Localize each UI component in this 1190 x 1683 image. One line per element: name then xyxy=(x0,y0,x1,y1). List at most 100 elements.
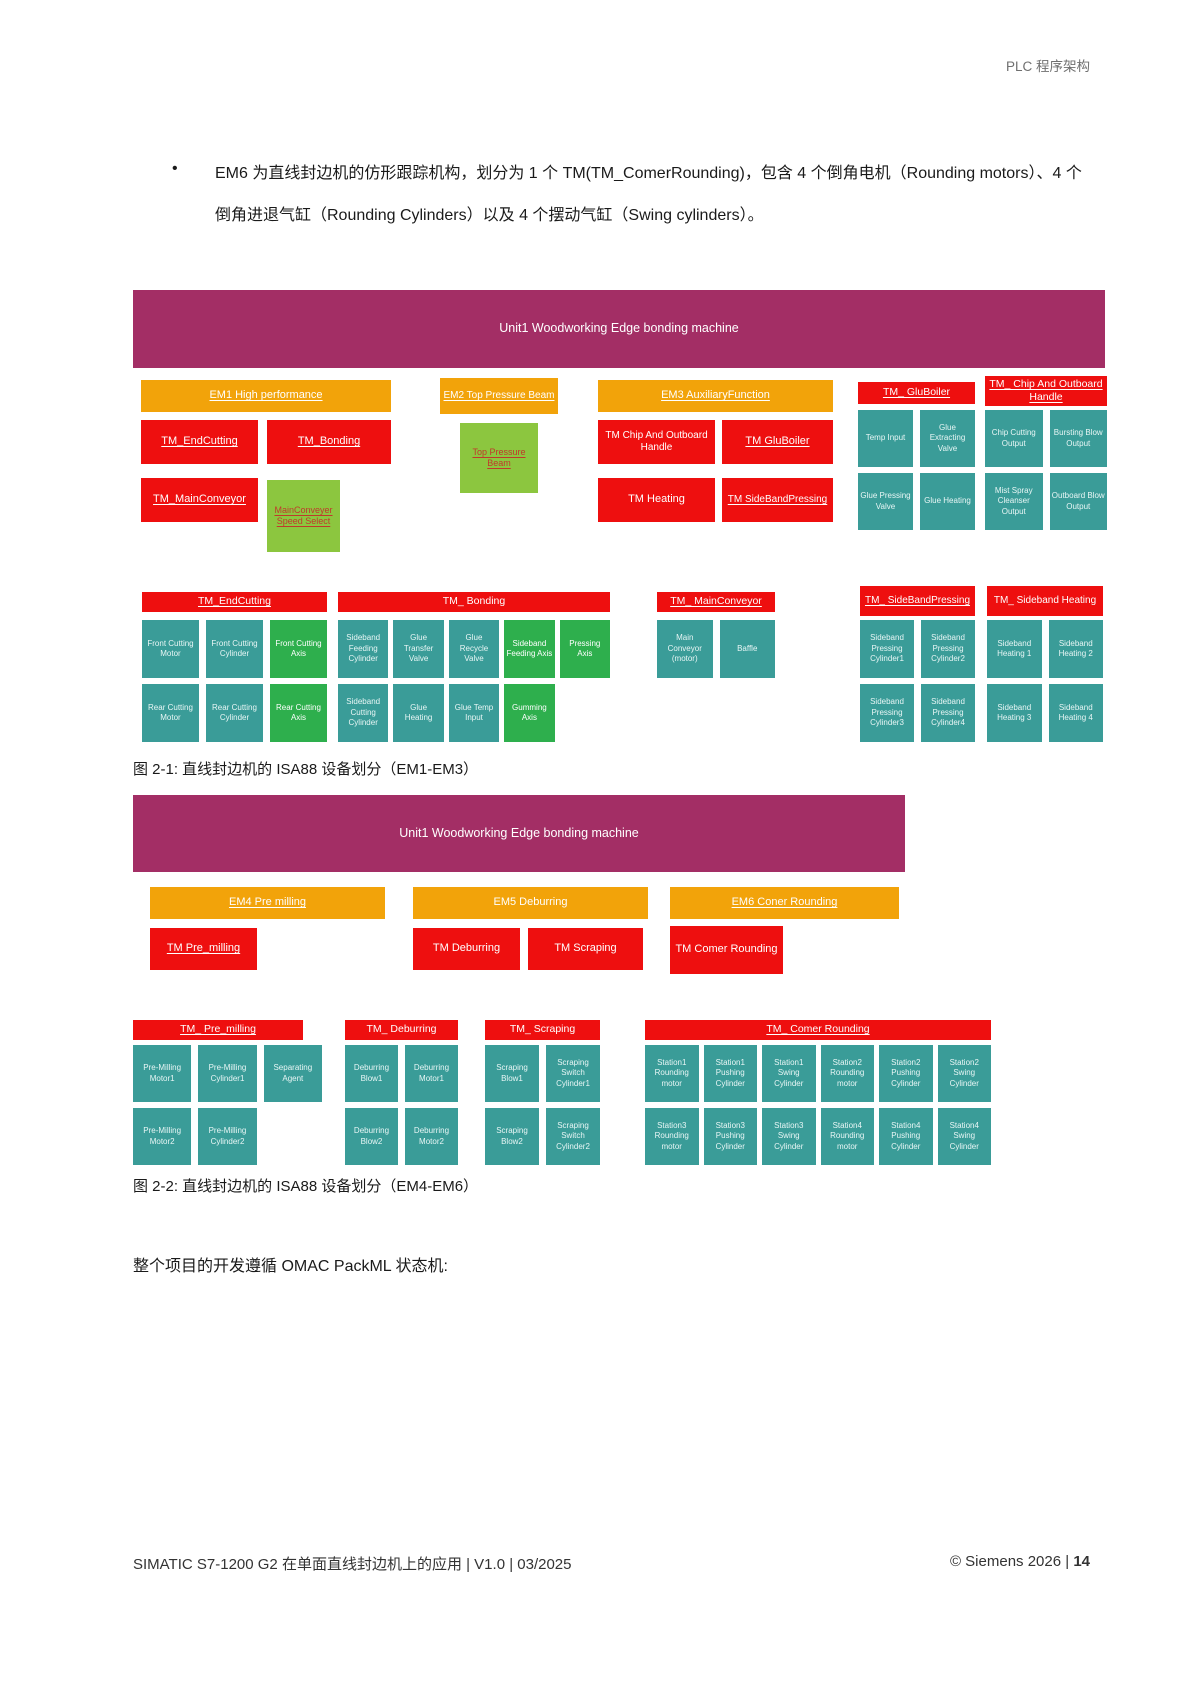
cell-temp-input: Temp Input xyxy=(858,410,913,467)
cell-station2-swing-cylinder: Station2 Swing Cylinder xyxy=(937,1045,991,1102)
cell-premilling-motor1: Pre-Milling Motor1 xyxy=(133,1045,192,1102)
cell-mist-spray-cleanser-output: Mist Spray Cleanser Output xyxy=(985,473,1043,530)
cell-glue-extracting-valve: Glue Extracting Valve xyxy=(920,410,975,467)
body-paragraph: 整个项目的开发遵循 OMAC PackML 状态机: xyxy=(133,1258,448,1275)
mainconveyer-speed-select-block: MainConveyer Speed Select xyxy=(267,480,340,552)
cell-sideband-heating-4: Sideband Heating 4 xyxy=(1048,684,1103,742)
tm-chip-block: TM Chip And Outboard Handle xyxy=(598,420,715,464)
footer-document-title: SIMATIC S7-1200 G2 在单面直线封边机上的应用 | V1.0 |… xyxy=(133,1556,572,1573)
cell-baffle: Baffle xyxy=(719,620,775,678)
cell-scraping-switch-cylinder1: Scraping Switch Cylinder1 xyxy=(546,1045,600,1102)
cell-sideband-heating-2: Sideband Heating 2 xyxy=(1048,620,1103,678)
cell-station4-swing-cylinder: Station4 Swing Cylinder xyxy=(937,1108,991,1165)
cell-main-conveyor-motor: Main Conveyor (motor) xyxy=(657,620,713,678)
tm-mainconveyor-block: TM_MainConveyor xyxy=(141,478,258,522)
sideband-heating-cells: Sideband Heating 1 Sideband Heating 2 Si… xyxy=(987,620,1103,742)
cell-sideband-pressing-cylinder4: Sideband Pressing Cylinder4 xyxy=(921,684,975,742)
footer-copyright-text: © Siemens 2026 | xyxy=(949,1553,1074,1570)
figure1-caption: 图 2-1: 直线封边机的 ISA88 设备划分（EM1-EM3） xyxy=(133,761,479,778)
cell-deburring-motor1: Deburring Motor1 xyxy=(405,1045,458,1102)
bullet-marker: • xyxy=(172,160,178,177)
cell-sideband-heating-3: Sideband Heating 3 xyxy=(987,684,1042,742)
cell-sideband-pressing-cylinder1: Sideband Pressing Cylinder1 xyxy=(860,620,914,678)
tm-deburring-block: TM Deburring xyxy=(413,928,520,970)
tm-premilling-block: TM Pre_milling xyxy=(150,928,257,970)
tm-gluboiler-group-header: TM_ GluBoiler xyxy=(858,382,975,404)
cell-front-cutting-axis: Front Cutting Axis xyxy=(270,620,327,678)
deburring-cells: Deburring Blow1 Deburring Motor1 Deburri… xyxy=(345,1045,458,1165)
tm-gluboiler-block: TM GluBoiler xyxy=(722,420,833,464)
gluboiler-cells: Temp Input Glue Extracting Valve Glue Pr… xyxy=(858,410,975,530)
footer-page-number: 14 xyxy=(1073,1553,1090,1570)
cell-station3-pushing-cylinder: Station3 Pushing Cylinder xyxy=(703,1108,757,1165)
cell-glue-transfer-valve: Glue Transfer Valve xyxy=(393,620,444,678)
cell-glue-pressing-valve: Glue Pressing Valve xyxy=(858,473,913,530)
sidebandpressing-cells: Sideband Pressing Cylinder1 Sideband Pre… xyxy=(860,620,975,742)
cell-station1-swing-cylinder: Station1 Swing Cylinder xyxy=(762,1045,816,1102)
premilling-section-header: TM_ Pre_milling xyxy=(133,1020,303,1040)
sidebandpressing-section-header: TM_ SideBandPressing xyxy=(860,586,975,616)
cell-station4-rounding-motor: Station4 Rounding motor xyxy=(820,1108,874,1165)
cell-sideband-cutting-cylinder: Sideband Cutting Cylinder xyxy=(338,684,389,742)
cell-station3-swing-cylinder: Station3 Swing Cylinder xyxy=(762,1108,816,1165)
cell-station1-rounding-motor: Station1 Rounding motor xyxy=(645,1045,699,1102)
cell-deburring-blow1: Deburring Blow1 xyxy=(345,1045,398,1102)
cell-premilling-cylinder1: Pre-Milling Cylinder1 xyxy=(198,1045,257,1102)
cell-premilling-cylinder2: Pre-Milling Cylinder2 xyxy=(198,1108,257,1165)
unit1-banner: Unit1 Woodworking Edge bonding machine xyxy=(133,290,1105,368)
footer-copyright: © Siemens 2026 | 14 xyxy=(950,1553,1090,1570)
figure2-caption: 图 2-2: 直线封边机的 ISA88 设备划分（EM4-EM6） xyxy=(133,1178,479,1195)
premilling-cells: Pre-Milling Motor1 Pre-Milling Cylinder1… xyxy=(133,1045,322,1165)
bonding-section-header: TM_ Bonding xyxy=(338,592,610,612)
tm-chip-group-header: TM_ Chip And Outboard Handle xyxy=(985,376,1107,406)
em5-header: EM5 Deburring xyxy=(413,887,648,919)
tm-bonding-block: TM_Bonding xyxy=(267,420,391,464)
em1-header: EM1 High performance xyxy=(141,380,391,412)
cell-scraping-switch-cylinder2: Scraping Switch Cylinder2 xyxy=(546,1108,600,1165)
cell-glue-recycle-valve: Glue Recycle Valve xyxy=(448,620,500,678)
endcutting-section-header: TM_EndCutting xyxy=(142,592,327,612)
cell-deburring-motor2: Deburring Motor2 xyxy=(405,1108,458,1165)
cell-glue-temp-input: Glue Temp Input xyxy=(448,684,500,742)
tm-sidebandpressing-block: TM SideBandPressing xyxy=(722,478,833,522)
cell-front-cutting-motor: Front Cutting Motor xyxy=(142,620,199,678)
cell-rear-cutting-motor: Rear Cutting Motor xyxy=(142,684,199,742)
corner-rounding-section-header: TM_ Comer Rounding xyxy=(645,1020,991,1040)
cell-bursting-blow-output: Bursting Blow Output xyxy=(1049,410,1107,467)
cell-sideband-pressing-cylinder2: Sideband Pressing Cylinder2 xyxy=(921,620,975,678)
em2-header: EM2 Top Pressure Beam xyxy=(440,378,558,414)
em3-header: EM3 AuxiliaryFunction xyxy=(598,380,833,412)
tm-scraping-block: TM Scraping xyxy=(528,928,643,970)
cell-station3-rounding-motor: Station3 Rounding motor xyxy=(645,1108,699,1165)
mainconveyor-cells: Main Conveyor (motor) Baffle xyxy=(657,620,775,678)
cell-chip-cutting-output: Chip Cutting Output xyxy=(985,410,1043,467)
cell-glue-heating: Glue Heating xyxy=(920,473,975,530)
bullet-paragraph: EM6 为直线封边机的仿形跟踪机构，划分为 1 个 TM(TM_ComerRou… xyxy=(215,165,1082,224)
tm-endcutting-block: TM_EndCutting xyxy=(141,420,258,464)
cell-station2-pushing-cylinder: Station2 Pushing Cylinder xyxy=(879,1045,933,1102)
cell-premilling-motor2: Pre-Milling Motor2 xyxy=(133,1108,192,1165)
cell-scraping-blow2: Scraping Blow2 xyxy=(485,1108,539,1165)
corner-rounding-cells: Station1 Rounding motor Station1 Pushing… xyxy=(645,1045,991,1165)
cell-rear-cutting-cylinder: Rear Cutting Cylinder xyxy=(206,684,263,742)
tm-corner-rounding-block: TM Comer Rounding xyxy=(670,926,783,974)
cell-separating-agent: Separating Agent xyxy=(263,1045,322,1102)
cell-pressing-axis: Pressing Axis xyxy=(559,620,610,678)
em4-header: EM4 Pre milling xyxy=(150,887,385,919)
figure-isa88-em1-em3: Unit1 Woodworking Edge bonding machine E… xyxy=(133,290,1108,745)
cell-sideband-feeding-axis: Sideband Feeding Axis xyxy=(504,620,555,678)
figure-isa88-em4-em6: Unit1 Woodworking Edge bonding machine E… xyxy=(133,795,1108,1167)
cell-rear-cutting-axis: Rear Cutting Axis xyxy=(270,684,327,742)
endcutting-cells: Front Cutting Motor Front Cutting Cylind… xyxy=(142,620,327,742)
cell-station4-pushing-cylinder: Station4 Pushing Cylinder xyxy=(879,1108,933,1165)
cell-deburring-blow2: Deburring Blow2 xyxy=(345,1108,398,1165)
page-header-label: PLC 程序架构 xyxy=(1005,59,1090,74)
scraping-cells: Scraping Blow1 Scraping Switch Cylinder1… xyxy=(485,1045,600,1165)
cell-station2-rounding-motor: Station2 Rounding motor xyxy=(820,1045,874,1102)
em6-header: EM6 Coner Rounding xyxy=(670,887,899,919)
cell-scraping-blow1: Scraping Blow1 xyxy=(485,1045,539,1102)
top-pressure-beam-block: Top Pressure Beam xyxy=(460,423,538,493)
sideband-heating-section-header: TM_ Sideband Heating xyxy=(987,586,1103,616)
deburring-section-header: TM_ Deburring xyxy=(345,1020,458,1040)
